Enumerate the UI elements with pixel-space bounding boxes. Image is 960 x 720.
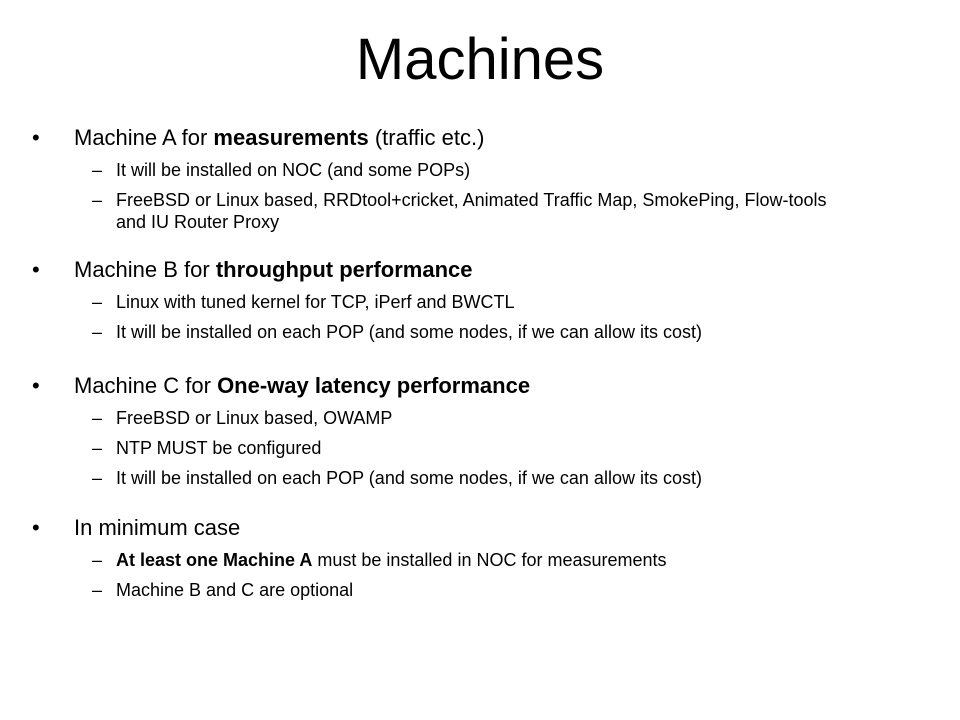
slide-content: • Machine A for measurements (traffic et… xyxy=(0,122,960,604)
bullet-dot: • xyxy=(32,125,40,150)
sub-item: – Linux with tuned kernel for TCP, iPerf… xyxy=(92,286,836,316)
bullet-machine-b: • Machine B for throughput performance xyxy=(32,254,960,286)
spacer xyxy=(0,236,960,254)
section-minimum-case: • In minimum case – At least one Machine… xyxy=(0,512,960,604)
sub-list: – Linux with tuned kernel for TCP, iPerf… xyxy=(0,286,960,346)
dash: – xyxy=(92,468,103,488)
bullet-dot: • xyxy=(32,257,40,282)
dash: – xyxy=(92,580,103,600)
dash: – xyxy=(92,322,103,342)
sub-item: – FreeBSD or Linux based, OWAMP xyxy=(92,402,836,432)
dash: – xyxy=(92,160,103,180)
dash: – xyxy=(92,408,103,428)
bullet-minimum-case: • In minimum case xyxy=(32,512,960,544)
bullet-bold: measurements xyxy=(213,125,369,150)
spacer xyxy=(0,492,960,512)
sub-item: – At least one Machine A must be install… xyxy=(92,544,836,574)
bullet-prefix: In minimum case xyxy=(74,515,241,540)
sub-item: – NTP MUST be configured xyxy=(92,432,836,462)
bullet-bold: One-way latency performance xyxy=(217,373,531,398)
sub-item-text: FreeBSD or Linux based, RRDtool+cricket,… xyxy=(116,190,827,232)
sub-item-text: must be installed in NOC for measurement… xyxy=(312,550,667,570)
spacer xyxy=(0,346,960,370)
sub-item: – Machine B and C are optional xyxy=(92,574,836,604)
sub-item: – FreeBSD or Linux based, RRDtool+cricke… xyxy=(92,184,836,236)
dash: – xyxy=(92,438,103,458)
bullet-bold: throughput performance xyxy=(215,257,473,282)
sub-list: – It will be installed on NOC (and some … xyxy=(0,154,960,236)
sub-item-text: Machine B and C are optional xyxy=(116,580,354,600)
sub-item-bold: At least one Machine A xyxy=(116,550,313,570)
bullet-dot: • xyxy=(32,515,40,540)
section-machine-c: • Machine C for One-way latency performa… xyxy=(0,370,960,492)
sub-item-text: It will be installed on each POP (and so… xyxy=(116,322,702,342)
dash: – xyxy=(92,550,103,570)
bullet-machine-a: • Machine A for measurements (traffic et… xyxy=(32,122,960,154)
bullet-prefix: Machine A for xyxy=(74,125,214,150)
bullet-dot: • xyxy=(32,373,40,398)
sub-item: – It will be installed on NOC (and some … xyxy=(92,154,836,184)
slide-title: Machines xyxy=(355,27,605,92)
sub-item-text: NTP MUST be configured xyxy=(116,438,322,458)
sub-item-text: Linux with tuned kernel for TCP, iPerf a… xyxy=(116,292,515,312)
sub-item: – It will be installed on each POP (and … xyxy=(92,462,836,492)
bullet-prefix: Machine C for xyxy=(74,373,218,398)
bullet-prefix: Machine B for xyxy=(74,257,216,282)
sub-list: – At least one Machine A must be install… xyxy=(0,544,960,604)
section-machine-b: • Machine B for throughput performance –… xyxy=(0,254,960,346)
bullet-suffix: (traffic etc.) xyxy=(368,125,485,150)
sub-list: – FreeBSD or Linux based, OWAMP – NTP MU… xyxy=(0,402,960,492)
bullet-machine-c: • Machine C for One-way latency performa… xyxy=(32,370,960,402)
sub-item-text: It will be installed on each POP (and so… xyxy=(116,468,702,488)
sub-item-text: FreeBSD or Linux based, OWAMP xyxy=(116,408,393,428)
dash: – xyxy=(92,190,103,210)
dash: – xyxy=(92,292,103,312)
section-machine-a: • Machine A for measurements (traffic et… xyxy=(0,122,960,236)
sub-item: – It will be installed on each POP (and … xyxy=(92,316,836,346)
sub-item-text: It will be installed on NOC (and some PO… xyxy=(116,160,471,180)
